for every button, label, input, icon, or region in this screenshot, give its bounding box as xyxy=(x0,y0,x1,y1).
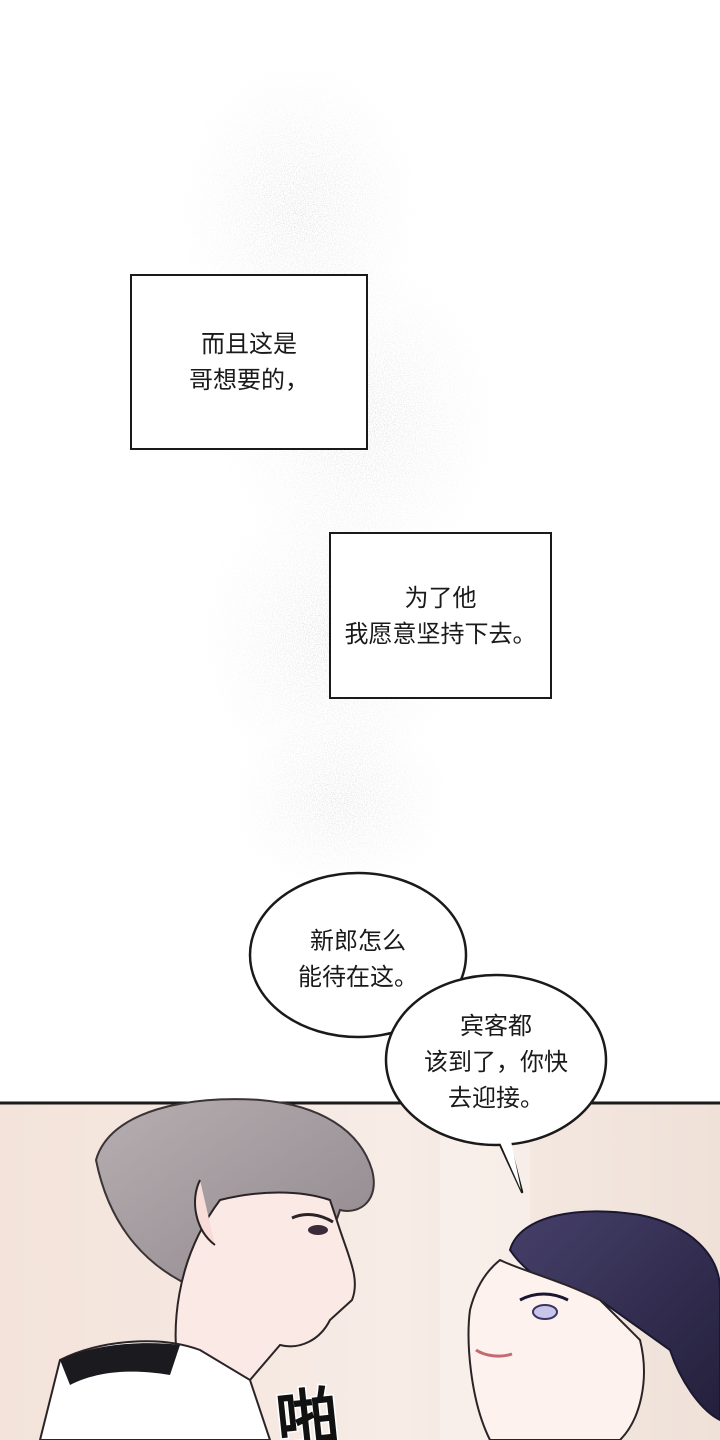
sound-effect: 啪 xyxy=(271,1377,343,1440)
bubble-2-line-2: 该到了，你快 xyxy=(424,1048,568,1076)
bubble-2-line-1: 宾客都 xyxy=(460,1012,532,1040)
bubble-1-line-1: 新郎怎么 xyxy=(310,927,406,955)
illustration-panel xyxy=(0,1098,720,1440)
speech-bubble-1 xyxy=(248,871,468,1039)
caption-1-line-2: 哥想要的， xyxy=(189,366,309,394)
bubble-2-line-3: 去迎接。 xyxy=(448,1084,544,1112)
bubble-1-line-2: 能待在这。 xyxy=(298,963,418,991)
caption-2-line-2: 我愿意坚持下去。 xyxy=(344,619,537,648)
caption-box-2: 为了他 我愿意坚持下去。 xyxy=(329,532,552,699)
caption-box-1: 而且这是 哥想要的， xyxy=(130,274,368,450)
bubble-2-text: 宾客都 该到了，你快 去迎接。 xyxy=(396,1008,596,1116)
speech-bubble-2 xyxy=(384,973,608,1194)
bubble-1-text: 新郎怎么 能待在这。 xyxy=(258,923,458,995)
caption-2-line-1: 为了他 xyxy=(404,583,477,612)
caption-1-line-1: 而且这是 xyxy=(201,330,297,358)
mist-texture xyxy=(180,60,500,890)
